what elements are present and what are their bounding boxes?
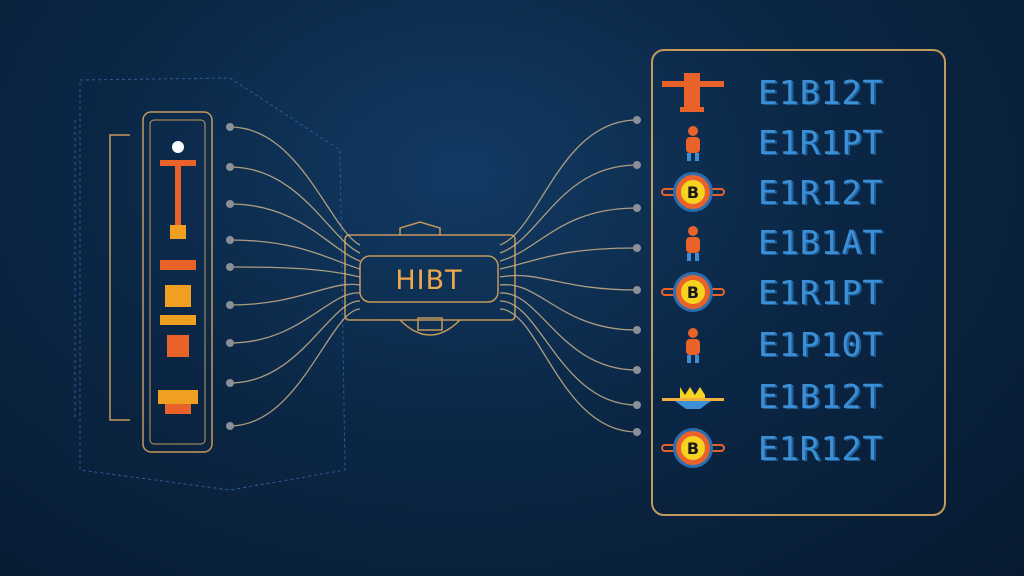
connector-dot xyxy=(633,428,641,436)
connector-dot xyxy=(226,200,234,208)
wire xyxy=(229,266,361,278)
left-column-glyphs xyxy=(158,141,198,414)
bitcoin-icon: B xyxy=(660,169,726,215)
connector-dot xyxy=(633,366,641,374)
item-code: E1B1AT xyxy=(758,222,884,262)
wire xyxy=(499,247,638,270)
right-panel xyxy=(651,49,946,516)
list-item: E1B12T xyxy=(660,68,930,116)
item-code: E1R1PT xyxy=(758,122,884,162)
list-item: E1R1PT xyxy=(660,118,930,166)
connector-dot xyxy=(226,301,234,309)
wire xyxy=(499,308,638,433)
wire xyxy=(229,126,361,246)
item-code: E1B12T xyxy=(758,72,884,112)
left-bracket xyxy=(109,134,130,421)
wire xyxy=(229,203,361,262)
item-code: E1P10T xyxy=(758,324,884,364)
wire xyxy=(499,119,638,246)
connector-dot xyxy=(226,339,234,347)
pagoda-icon xyxy=(660,69,726,115)
connector-dot xyxy=(633,326,641,334)
list-item: E1B1AT xyxy=(660,218,930,266)
wire xyxy=(229,292,361,344)
crown-icon xyxy=(660,373,726,419)
connector-dot xyxy=(633,244,641,252)
wire xyxy=(499,207,638,262)
hub-label: HIBT xyxy=(395,264,463,296)
item-code: E1B12T xyxy=(758,376,884,416)
connector-dot xyxy=(226,263,234,271)
connector-dot xyxy=(633,286,641,294)
item-code: E1R1PT xyxy=(758,272,884,312)
list-item: B E1R12T xyxy=(660,424,930,472)
wire xyxy=(229,166,361,254)
item-code: E1R12T xyxy=(758,172,884,212)
connector-dot xyxy=(633,116,641,124)
wire xyxy=(229,308,361,427)
svg-text:B: B xyxy=(687,283,699,302)
figure-icon xyxy=(660,219,726,265)
svg-text:B: B xyxy=(687,183,699,202)
list-item: E1P10T xyxy=(660,320,930,368)
connector-dot xyxy=(226,379,234,387)
wire xyxy=(499,164,638,254)
connector-dot xyxy=(226,123,234,131)
figure-icon xyxy=(660,321,726,367)
connector-dot xyxy=(633,161,641,169)
wire xyxy=(499,292,638,371)
list-item: E1B12T xyxy=(660,372,930,420)
connector-dot xyxy=(633,204,641,212)
wire xyxy=(229,283,361,306)
connector-dot xyxy=(226,236,234,244)
list-item: B E1R1PT xyxy=(660,268,930,316)
svg-text:B: B xyxy=(687,439,699,458)
wire xyxy=(229,239,361,270)
left-circuit-frame xyxy=(74,77,346,491)
figure-icon xyxy=(660,119,726,165)
item-code: E1R12T xyxy=(758,428,884,468)
bitcoin-icon: B xyxy=(660,269,726,315)
connector-dot xyxy=(226,163,234,171)
list-item: B E1R12T xyxy=(660,168,930,216)
hub-frame xyxy=(344,234,516,321)
wire xyxy=(229,300,361,384)
connector-dot xyxy=(226,422,234,430)
wire xyxy=(499,284,638,331)
wire xyxy=(499,300,638,406)
connector-dot xyxy=(633,401,641,409)
bitcoin-icon: B xyxy=(660,425,726,471)
wire xyxy=(499,274,638,291)
left-column xyxy=(142,111,213,453)
